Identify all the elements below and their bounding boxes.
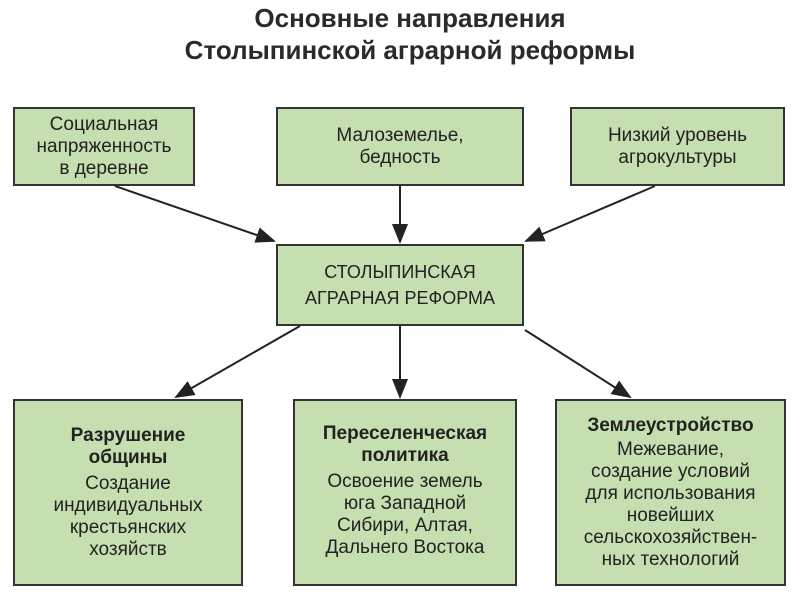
heading: Разрушение (70, 424, 186, 446)
text-line: АГРАРНАЯ РЕФОРМА (304, 288, 496, 308)
text-line: индивидуальных (53, 494, 203, 516)
cause-land-shortage: Малоземелье, бедность (276, 107, 524, 186)
text-line: Создание (85, 472, 171, 494)
center-reform-box: СТОЛЫПИНСКАЯ АГРАРНАЯ РЕФОРМА (276, 244, 524, 326)
text-line: юга Западной (343, 493, 467, 514)
cause-low-agroculture: Низкий уровень агрокультуры (570, 107, 785, 186)
text-line: создание условий (591, 461, 750, 482)
direction-resettlement-policy: Переселенческая политика Освоение земель… (293, 399, 517, 586)
text-line: сельскохозяйствен- (583, 527, 758, 548)
text-line: крестьянских (69, 516, 187, 538)
text-line: Низкий уровень (607, 124, 748, 146)
title-line-1: Основные направления (254, 3, 566, 33)
text-line: ных технологий (601, 549, 740, 570)
arrow (524, 329, 632, 399)
arrow (174, 325, 301, 398)
heading: Переселенческая (322, 423, 488, 444)
diagram-title: Основные направления Столыпинской аграрн… (0, 2, 800, 66)
cause-social-tension: Социальная напряженность в деревне (13, 107, 195, 186)
text-line: в деревне (59, 157, 149, 179)
arrow (114, 185, 276, 243)
text-line: СТОЛЫПИНСКАЯ (324, 262, 476, 282)
arrow (524, 185, 656, 242)
heading: Землеустройство (587, 415, 754, 436)
text-line: Малоземелье, (336, 124, 464, 146)
text-line: напряженность (36, 135, 172, 157)
text-line: агрокультуры (618, 146, 737, 168)
text-line: новейших (626, 505, 715, 526)
title-line-2: Столыпинской аграрной реформы (184, 35, 636, 65)
text-line: Социальная (49, 113, 159, 135)
heading: политика (361, 445, 449, 466)
text-line: Сибири, Алтая, (337, 515, 473, 536)
text-line: для использования (585, 483, 756, 504)
text-line: Дальнего Востока (325, 537, 485, 558)
direction-commune-destruction: Разрушение общины Создание индивидуальны… (13, 399, 243, 586)
text-line: Освоение земель (327, 471, 483, 492)
text-line: хозяйств (89, 538, 167, 560)
direction-land-management: Землеустройство Межевание, создание усло… (555, 399, 786, 586)
heading: общины (88, 446, 168, 468)
text-line: бедность (359, 146, 441, 168)
text-line: Межевание, (616, 439, 725, 460)
